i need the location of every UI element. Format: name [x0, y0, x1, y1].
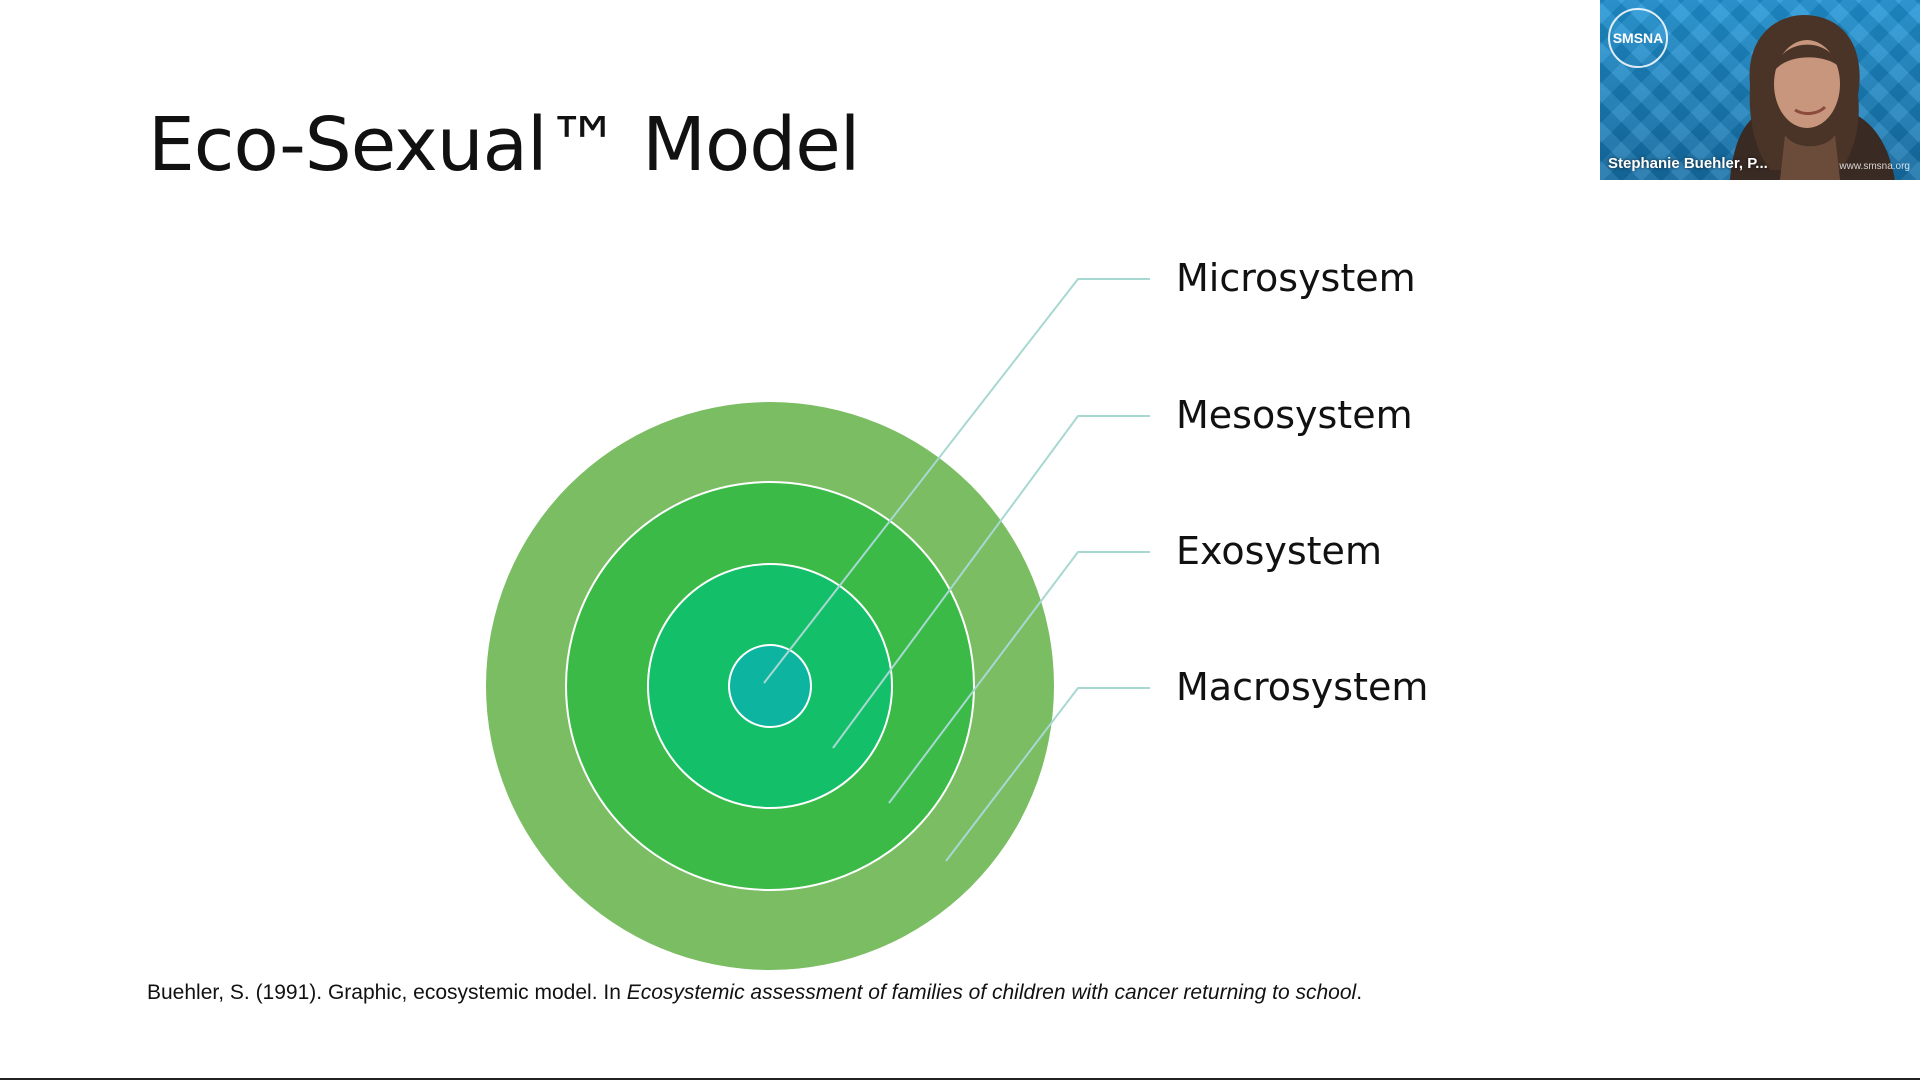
label-mesosystem: Mesosystem	[1176, 393, 1413, 437]
site-watermark: www.smsna.org	[1839, 161, 1910, 172]
participant-video-tile[interactable]: SMSNA Stephanie Buehler, P... www.smsna.…	[1600, 0, 1920, 180]
smsna-logo-text: SMSNA	[1612, 30, 1664, 46]
slide-title: Eco-Sexual™ Model	[148, 102, 860, 188]
label-macrosystem: Macrosystem	[1176, 665, 1429, 709]
connector-macrosystem	[945, 687, 1150, 862]
connector-microsystem	[763, 278, 1150, 684]
label-exosystem: Exosystem	[1176, 529, 1382, 573]
connector-exosystem	[888, 551, 1150, 804]
connector-mesosystem	[832, 415, 1150, 749]
citation-title: Ecosystemic assessment of families of ch…	[626, 981, 1357, 1004]
smsna-logo: SMSNA	[1608, 8, 1668, 68]
citation-prefix: Buehler, S. (1991). Graphic, ecosystemic…	[147, 981, 627, 1004]
ring-microsystem	[728, 644, 812, 728]
participant-name: Stephanie Buehler, P...	[1608, 155, 1768, 172]
label-microsystem: Microsystem	[1176, 256, 1416, 300]
bottom-border	[0, 1078, 1920, 1080]
speaker-avatar	[1730, 14, 1895, 180]
citation-suffix: .	[1356, 981, 1363, 1004]
citation: Buehler, S. (1991). Graphic, ecosystemic…	[147, 981, 1362, 1005]
